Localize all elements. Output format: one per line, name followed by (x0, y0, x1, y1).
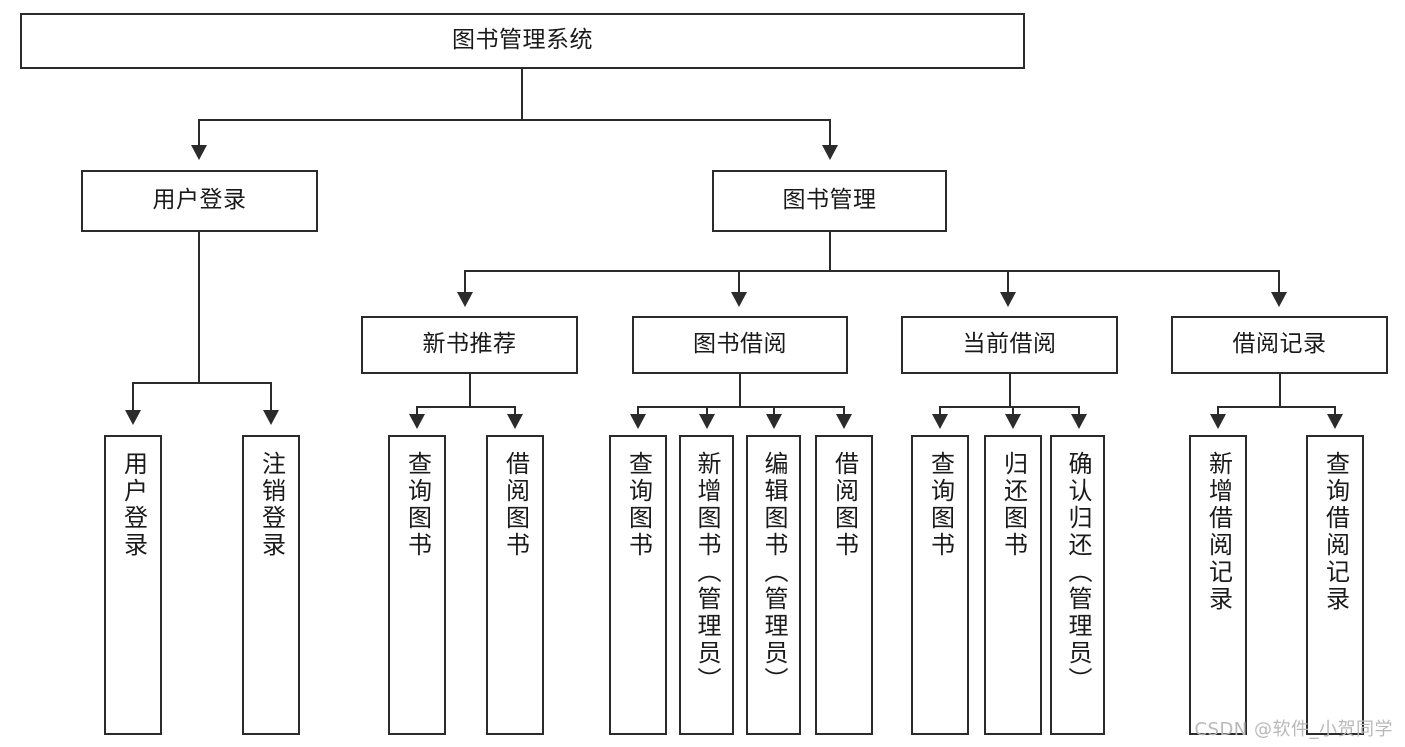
node-book-management[interactable]: 图书管理 (712, 170, 947, 232)
node-label: 注销登录 (257, 451, 286, 559)
edge-user-login-to-leaf-2 (270, 382, 272, 412)
arrow-book-mgmt-to-new-book-rec (457, 292, 473, 307)
edge-book-borrow-to-leaf-1 (637, 406, 639, 416)
node-leaf-return-book[interactable]: 归还图书 (984, 435, 1042, 735)
node-label: 新书推荐 (422, 331, 517, 358)
edge-book-mgmt-bus (464, 270, 1280, 272)
node-leaf-add-borrow-record[interactable]: 新增借阅记录 (1189, 435, 1247, 735)
edge-root-to-user-login (198, 119, 200, 147)
node-label: 借阅记录 (1232, 331, 1327, 358)
node-leaf-query-book-recommend[interactable]: 查询图书 (388, 435, 446, 735)
edge-book-mgmt-to-book-borrow (738, 270, 740, 294)
edge-root-bus (198, 119, 831, 121)
edge-book-mgmt-to-borrow-record (1278, 270, 1280, 294)
arrow-book-borrow-to-leaf-3 (766, 414, 782, 429)
node-leaf-query-book-borrow[interactable]: 查询图书 (609, 435, 667, 735)
node-label: 查询图书 (624, 451, 653, 559)
node-leaf-query-book-current[interactable]: 查询图书 (911, 435, 969, 735)
node-label: 借阅图书 (501, 451, 530, 559)
edge-book-mgmt-stem (829, 232, 831, 270)
edge-book-mgmt-to-new-book-rec (464, 270, 466, 294)
node-label: 新增图书（管理员） (692, 451, 721, 694)
arrow-borrow-record-to-leaf-1 (1210, 414, 1226, 429)
edge-new-book-rec-to-leaf-2 (514, 406, 516, 416)
edge-root-stem (521, 69, 523, 119)
node-leaf-add-book-admin[interactable]: 新增图书（管理员） (679, 435, 734, 735)
node-label: 用户登录 (152, 187, 247, 214)
node-label: 查询图书 (926, 451, 955, 559)
node-label: 借阅图书 (830, 451, 859, 559)
arrow-root-to-book-mgmt (822, 145, 838, 160)
node-label: 查询借阅记录 (1321, 451, 1350, 613)
arrow-book-borrow-to-leaf-1 (630, 414, 646, 429)
edge-new-book-rec-stem (469, 374, 471, 406)
edge-current-borrow-to-leaf-2 (1012, 406, 1014, 416)
arrow-new-book-rec-to-leaf-1 (409, 414, 425, 429)
arrow-user-login-to-leaf-2 (263, 410, 279, 425)
edge-borrow-record-to-leaf-1 (1217, 406, 1219, 416)
arrow-borrow-record-to-leaf-2 (1327, 414, 1343, 429)
node-root-book-management-system[interactable]: 图书管理系统 (20, 13, 1025, 69)
arrow-book-mgmt-to-current-borrow (1000, 292, 1016, 307)
node-leaf-borrow-book-recommend[interactable]: 借阅图书 (486, 435, 544, 735)
edge-user-login-to-leaf-1 (132, 382, 134, 412)
arrow-book-mgmt-to-book-borrow (731, 292, 747, 307)
edge-current-borrow-bus (939, 406, 1078, 408)
node-label: 新增借阅记录 (1204, 451, 1233, 613)
node-borrow-record[interactable]: 借阅记录 (1171, 316, 1388, 374)
node-label: 当前借阅 (962, 331, 1057, 358)
node-label: 图书管理系统 (452, 27, 593, 54)
node-leaf-borrow-book-borrow[interactable]: 借阅图书 (815, 435, 873, 735)
node-leaf-edit-book-admin[interactable]: 编辑图书（管理员） (746, 435, 801, 735)
node-label: 归还图书 (999, 451, 1028, 559)
edge-borrow-record-stem (1279, 374, 1281, 406)
node-new-book-recommend[interactable]: 新书推荐 (361, 316, 578, 374)
node-label: 编辑图书（管理员） (759, 451, 788, 694)
edge-book-borrow-to-leaf-4 (843, 406, 845, 416)
arrow-book-borrow-to-leaf-2 (699, 414, 715, 429)
edge-borrow-record-bus (1217, 406, 1335, 408)
edge-book-borrow-to-leaf-3 (773, 406, 775, 416)
edge-book-borrow-stem (739, 374, 741, 406)
node-leaf-user-login[interactable]: 用户登录 (104, 435, 162, 735)
arrow-book-mgmt-to-borrow-record (1271, 292, 1287, 307)
node-label: 图书借阅 (693, 331, 787, 358)
edge-new-book-rec-bus (416, 406, 515, 408)
edge-current-borrow-to-leaf-3 (1078, 406, 1080, 416)
node-user-login[interactable]: 用户登录 (81, 170, 318, 232)
edge-root-to-book-mgmt (829, 119, 831, 147)
node-leaf-confirm-return-admin[interactable]: 确认归还（管理员） (1050, 435, 1105, 735)
edge-book-borrow-to-leaf-2 (706, 406, 708, 416)
edge-user-login-stem (198, 232, 200, 382)
edge-borrow-record-to-leaf-2 (1334, 406, 1336, 416)
edge-book-mgmt-to-current-borrow (1007, 270, 1009, 294)
arrow-current-borrow-to-leaf-3 (1071, 414, 1087, 429)
edge-current-borrow-to-leaf-1 (939, 406, 941, 416)
edge-current-borrow-stem (1009, 374, 1011, 406)
arrow-book-borrow-to-leaf-4 (836, 414, 852, 429)
node-book-borrow[interactable]: 图书借阅 (632, 316, 848, 374)
arrow-user-login-to-leaf-1 (125, 410, 141, 425)
node-label: 用户登录 (119, 451, 148, 559)
node-leaf-query-borrow-record[interactable]: 查询借阅记录 (1306, 435, 1364, 735)
edge-new-book-rec-to-leaf-1 (416, 406, 418, 416)
node-current-borrow[interactable]: 当前借阅 (901, 316, 1118, 374)
arrow-current-borrow-to-leaf-1 (932, 414, 948, 429)
arrow-root-to-user-login (191, 145, 207, 160)
edge-book-borrow-bus (637, 406, 844, 408)
arrow-current-borrow-to-leaf-2 (1005, 414, 1021, 429)
node-label: 图书管理 (782, 187, 877, 214)
edge-user-login-bus (132, 382, 272, 384)
arrow-new-book-rec-to-leaf-2 (507, 414, 523, 429)
node-label: 确认归还（管理员） (1063, 451, 1092, 694)
node-label: 查询图书 (403, 451, 432, 559)
node-leaf-user-logout[interactable]: 注销登录 (242, 435, 300, 735)
